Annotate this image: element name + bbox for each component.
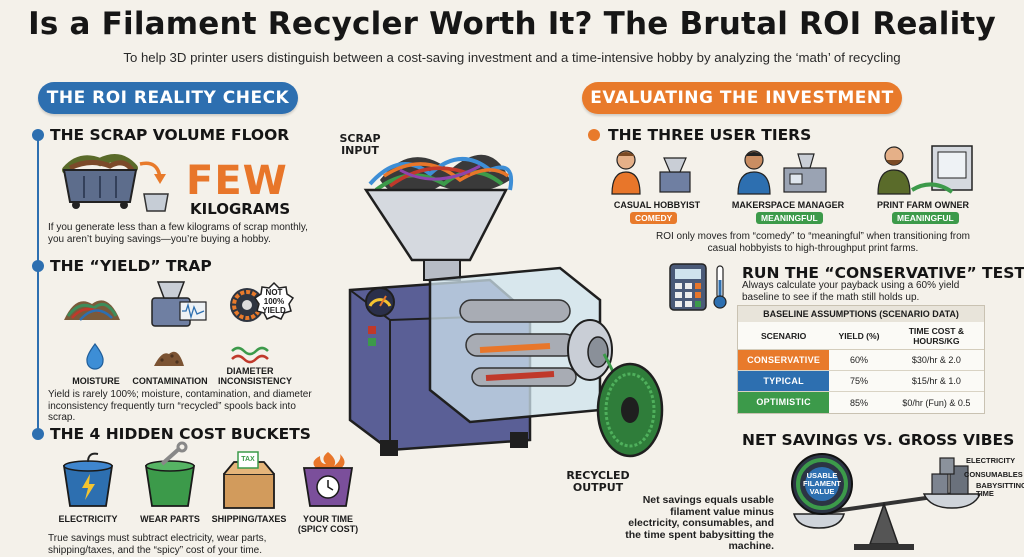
scrap-input-label: SCRAP INPUT	[339, 132, 381, 157]
tier-badge-makerspace: MEANINGFUL	[756, 212, 823, 224]
evaluating-investment-banner: EVALUATING THE INVESTMENT	[582, 82, 902, 114]
timeline-dot	[32, 428, 44, 440]
your-time-label: YOUR TIME (SPICY COST)	[297, 514, 359, 534]
not-100-yield-text: NOT 100% YIELD	[262, 288, 286, 315]
timeline-dot	[588, 129, 600, 141]
tier-name-print-farm: PRINT FARM OWNER	[877, 200, 969, 210]
yield-cell: 85%	[850, 397, 869, 408]
net-savings-body: Net savings equals usable filament value…	[625, 494, 774, 552]
yield-trap-heading: THE “YIELD” TRAP	[50, 257, 212, 275]
page-title: Is a Filament Recycler Worth It? The Bru…	[28, 6, 996, 42]
timeline-dot	[32, 260, 44, 272]
scenario-cell: OPTIMISTIC	[738, 392, 830, 413]
table-row: CONSERVATIVE 60% $30/hr & 2.0	[738, 350, 984, 371]
balance-scale-icon	[791, 453, 982, 550]
left-timeline-line	[37, 134, 39, 434]
not-100-yield-stamp	[253, 281, 295, 320]
time-cell: $15/hr & 1.0	[911, 376, 961, 386]
scrap-bin-icon	[62, 154, 138, 209]
conservative-test-body: Always calculate your payback using a 60…	[742, 280, 960, 303]
tier-name-makerspace: MAKERSPACE MANAGER	[731, 200, 845, 210]
page-subtitle: To help 3D printer users distinguish bet…	[123, 50, 901, 65]
hidden-costs-heading: THE 4 HIDDEN COST BUCKETS	[50, 425, 311, 443]
time-bucket-icon	[302, 452, 354, 507]
scrap-pile-icon	[64, 300, 120, 321]
yield-cell: 60%	[850, 355, 869, 365]
hidden-costs-body: True savings must subtract electricity, …	[48, 533, 267, 556]
electricity-label: ELECTRICITY	[58, 514, 118, 524]
three-tiers-body: ROI only moves from “comedy” to “meaning…	[655, 231, 970, 254]
wavy-line-icon	[231, 346, 269, 364]
usable-filament-value-label: USABLE FILAMENT VALUE	[803, 471, 841, 496]
col-yield-header: YIELD (%)	[838, 330, 880, 341]
weight-electricity-label: ELECTRICITY	[966, 456, 1016, 465]
timeline-dot	[32, 129, 44, 141]
filament-spool-icon	[230, 288, 264, 322]
extruder-monitor-icon	[151, 281, 207, 327]
weight-babysitting-label: BABYSITTING TIME	[976, 481, 1024, 498]
tax-label: TAX	[241, 456, 255, 463]
wear-parts-bucket-icon	[144, 441, 196, 507]
time-cell: $30/hr & 2.0	[911, 355, 961, 365]
table-title: BASELINE ASSUMPTIONS (SCENARIO DATA)	[738, 306, 984, 322]
thermometer-icon	[713, 265, 727, 309]
roi-reality-check-banner: THE ROI REALITY CHECK	[38, 82, 298, 114]
moisture-label: MOISTURE	[72, 376, 120, 386]
arrow-icon	[139, 161, 166, 184]
table-row: OPTIMISTIC 85% $0/hr (Fun) & 0.5	[738, 392, 984, 413]
scrap-volume-body: If you generate less than a few kilogram…	[48, 222, 308, 245]
small-bin-icon	[143, 193, 169, 212]
print-farm-owner-icon	[877, 145, 973, 195]
makerspace-manager-icon	[737, 150, 827, 195]
few-big-text: FEW	[186, 158, 288, 204]
yield-trap-body: Yield is rarely 100%; moisture, contamin…	[48, 389, 312, 423]
tier-name-casual: CASUAL HOBBYIST	[613, 200, 701, 210]
scenario-cell: TYPICAL	[738, 371, 830, 391]
table-row: TYPICAL 75% $15/hr & 1.0	[738, 371, 984, 392]
scenario-cell: CONSERVATIVE	[738, 350, 830, 370]
kilograms-text: KILOGRAMS	[190, 200, 291, 218]
contamination-label: CONTAMINATION	[132, 376, 208, 386]
col-scenario-header: SCENARIO	[760, 330, 807, 341]
electricity-bucket-icon	[62, 452, 114, 507]
water-drop-icon	[86, 342, 104, 370]
net-savings-heading: NET SAVINGS VS. GROSS VIBES	[742, 431, 1015, 449]
shipping-taxes-label: SHIPPING/TAXES	[211, 514, 287, 524]
calculator-icon	[669, 263, 707, 311]
dirt-pile-icon	[154, 351, 184, 366]
conservative-test-heading: RUN THE “CONSERVATIVE” TEST	[742, 264, 1024, 282]
baseline-assumptions-table: BASELINE ASSUMPTIONS (SCENARIO DATA) SCE…	[737, 305, 985, 414]
shipping-box-icon	[223, 451, 275, 509]
diameter-inconsistency-label: DIAMETER INCONSISTENCY	[218, 366, 293, 386]
time-cell: $0/hr (Fun) & 0.5	[902, 397, 971, 408]
casual-hobbyist-icon	[611, 150, 691, 195]
three-user-tiers-heading: THE THREE USER TIERS	[608, 126, 812, 144]
wear-parts-label: WEAR PARTS	[140, 514, 200, 524]
weight-consumables-label: CONSUMABLES	[964, 470, 1023, 479]
col-time-header: TIME COST & HOURS/KG	[908, 325, 965, 346]
tier-badge-comedy: COMEDY	[630, 212, 678, 224]
yield-cell: 75%	[850, 376, 869, 386]
scrap-volume-heading: THE SCRAP VOLUME FLOOR	[50, 126, 290, 144]
tier-badge-print-farm: MEANINGFUL	[892, 212, 959, 224]
filament-recycler-machine	[348, 154, 664, 458]
table-header-row: SCENARIO YIELD (%) TIME COST & HOURS/KG	[738, 322, 984, 350]
recycled-output-label: RECYCLED OUTPUT	[566, 469, 630, 494]
